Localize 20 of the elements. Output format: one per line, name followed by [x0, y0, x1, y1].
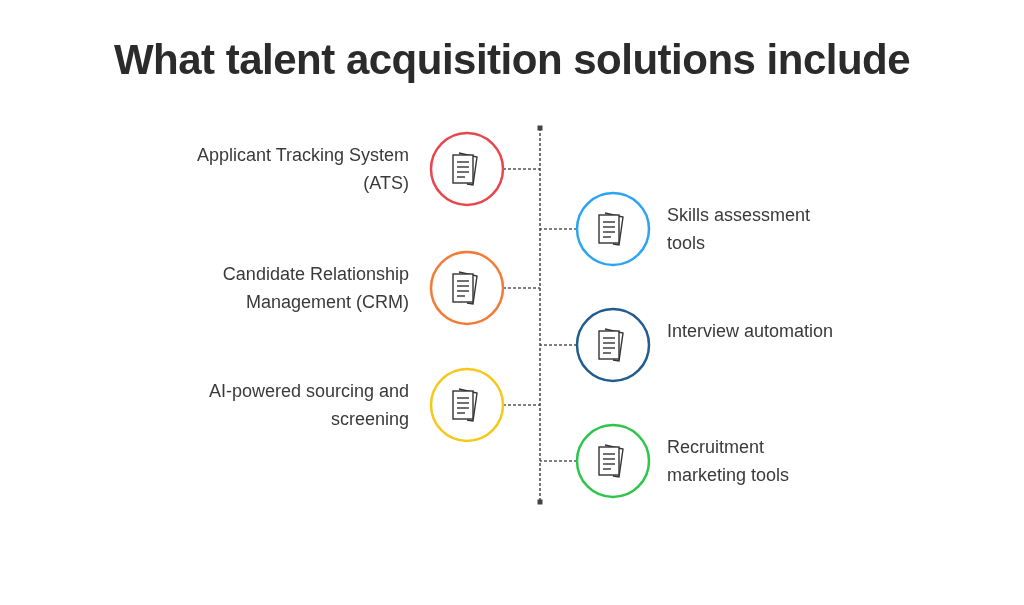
connector-line [539, 228, 578, 230]
timeline-line [536, 124, 544, 506]
connector-line [539, 344, 578, 346]
icon-circle [575, 423, 651, 499]
icon-circle [429, 131, 505, 207]
icon-circle [575, 307, 651, 383]
icon-circle [429, 367, 505, 443]
icon-circle [429, 250, 505, 326]
title: What talent acquisition solutions include [112, 36, 912, 84]
icon-circle [575, 191, 651, 267]
item-label: Interview automation [667, 320, 835, 343]
item-label: AI-powered sourcing and screening [207, 380, 409, 431]
connector-line [502, 168, 541, 170]
item-label: Applicant Tracking System (ATS) [195, 144, 409, 195]
item-label: Candidate Relationship Management (CRM) [221, 263, 409, 314]
item-label: Skills assessment tools [667, 204, 812, 255]
connector-line [502, 404, 541, 406]
item-label: Recruitment marketing tools [667, 436, 791, 487]
connector-line [502, 287, 541, 289]
connector-line [539, 460, 578, 462]
